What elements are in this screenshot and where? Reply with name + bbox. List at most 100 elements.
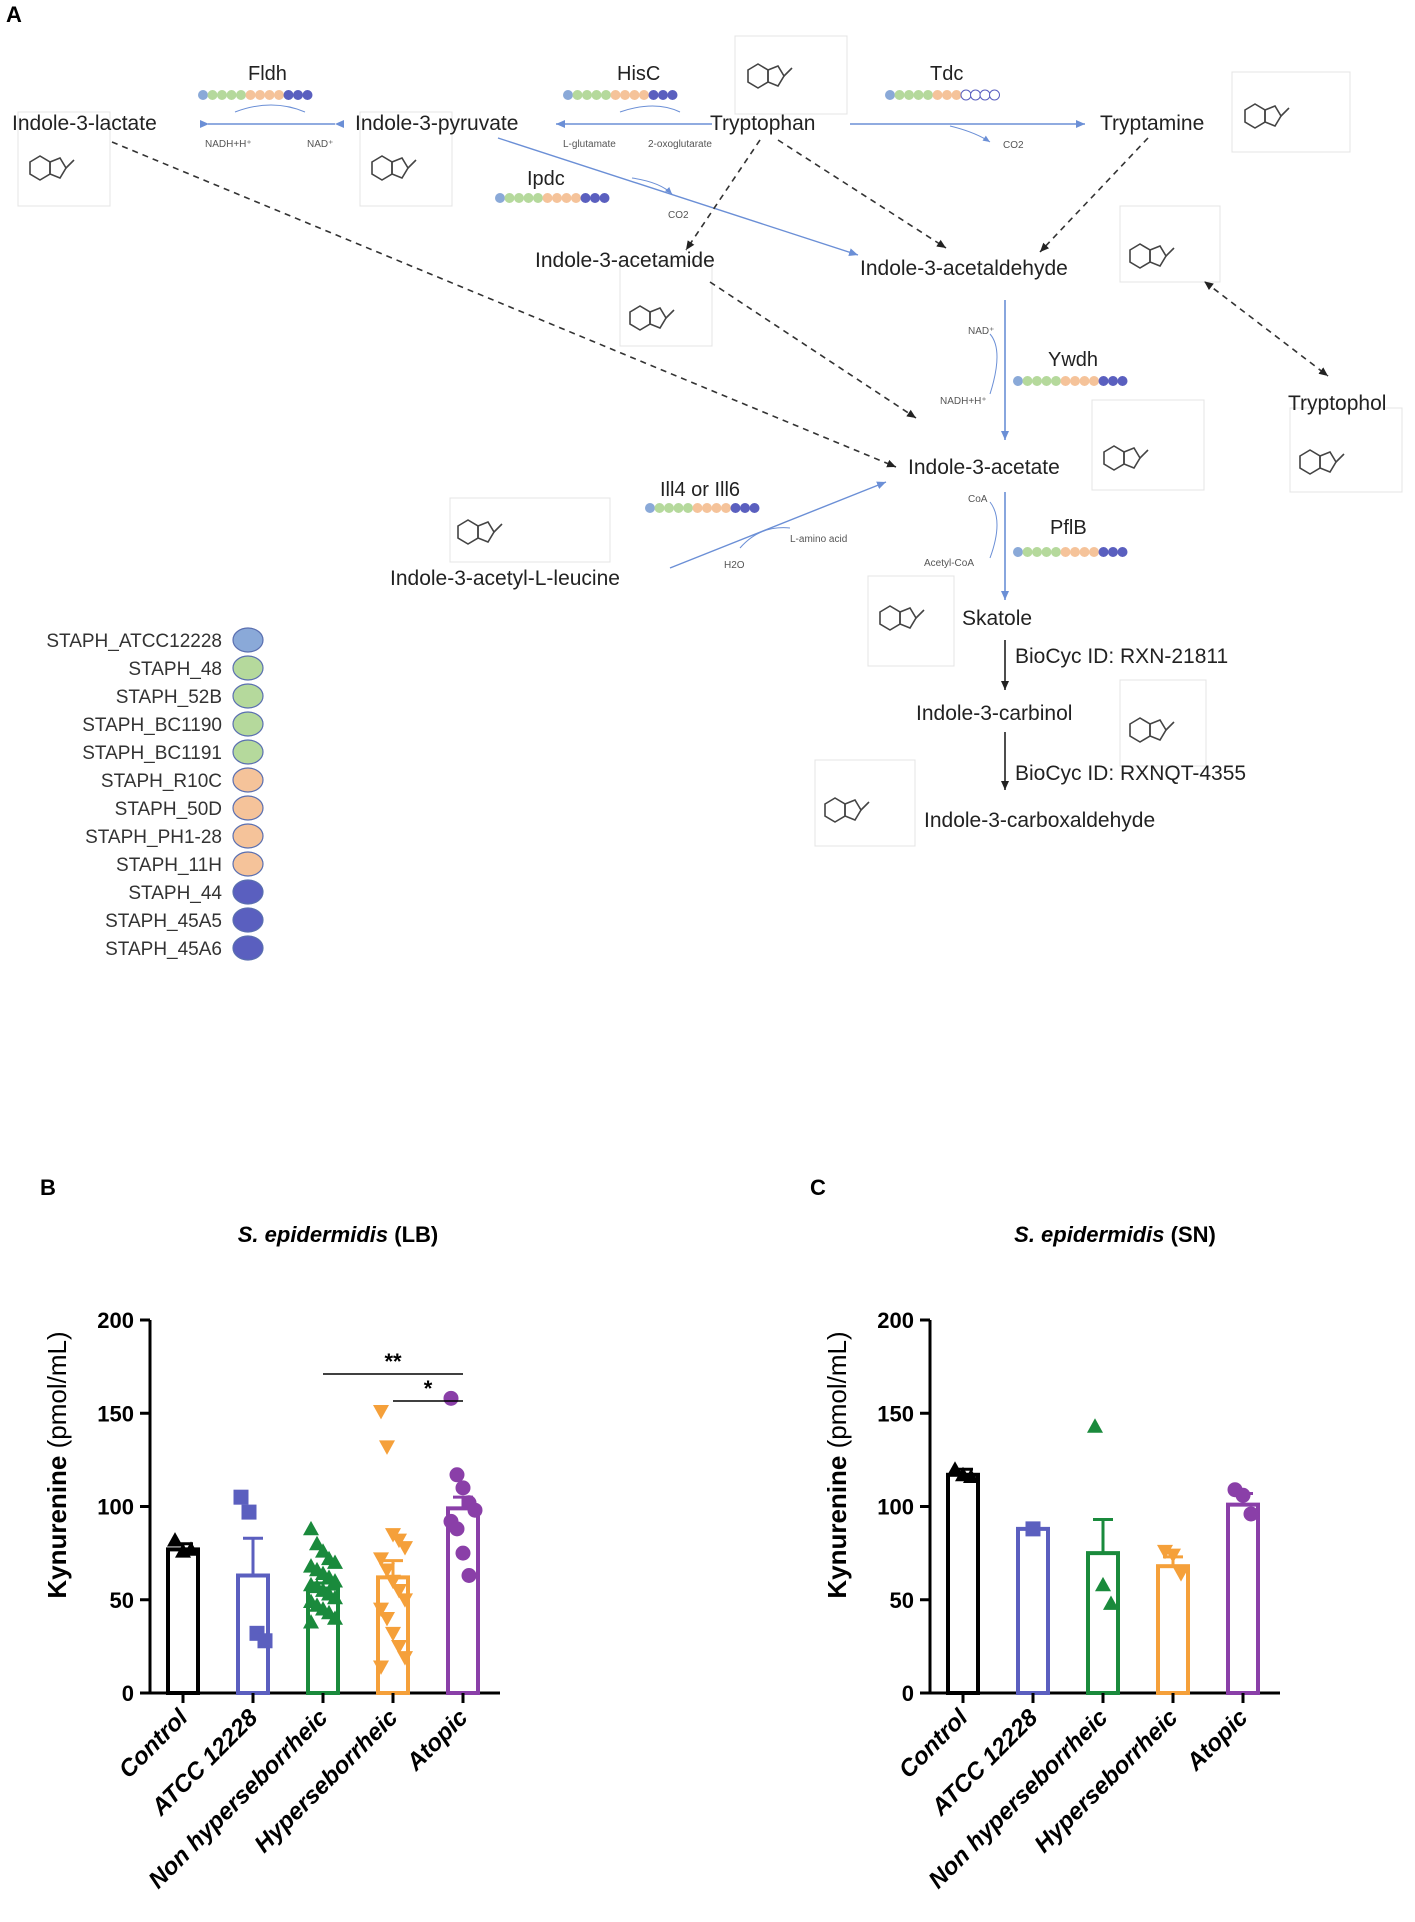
- data-point: [397, 1651, 413, 1666]
- data-point: [455, 1480, 471, 1496]
- reaction-biocyc-rxnqt-4355: BioCyc ID: RXNQT-4355: [1015, 762, 1246, 785]
- strain-dot: [514, 193, 524, 203]
- metabolite-indole-3-lactate: Indole-3-lactate: [12, 112, 157, 135]
- legend-label: STAPH_48: [128, 659, 222, 680]
- strain-dot: [1079, 547, 1090, 557]
- strain-dot: [667, 90, 678, 100]
- strain-dot: [1051, 376, 1061, 386]
- cofactor-2-oxoglutarate: 2-oxoglutarate: [648, 139, 712, 150]
- strain-dot: [283, 90, 294, 100]
- strain-dot: [552, 193, 562, 203]
- strain-dot: [1108, 547, 1118, 557]
- data-point: [391, 1533, 407, 1549]
- structure-boxes: [17, 35, 1403, 847]
- strain-dot: [1013, 547, 1023, 557]
- y-tick-label: 100: [877, 1495, 914, 1520]
- enzyme-dots-ipdc: [495, 193, 610, 203]
- metabolite-tryptamine: Tryptamine: [1100, 112, 1204, 135]
- strain-dot: [1098, 376, 1109, 386]
- y-tick-label: 0: [122, 1681, 134, 1706]
- legend-item: STAPH_11H: [116, 851, 264, 877]
- strain-dot: [1060, 547, 1071, 557]
- legend-swatch: [232, 907, 264, 933]
- data-point: [303, 1520, 319, 1536]
- metabolite-skatole: Skatole: [962, 607, 1032, 630]
- legend-item: STAPH_BC1191: [82, 739, 264, 765]
- bar-atopic: [1226, 1502, 1260, 1696]
- strain-dot: [207, 90, 218, 100]
- strain-dot: [563, 90, 573, 100]
- legend-item: STAPH_PH1-28: [85, 823, 264, 849]
- data-point: [1243, 1506, 1259, 1522]
- strain-dot: [245, 90, 256, 100]
- enzyme-ywdh-label: Ywdh: [1048, 349, 1098, 371]
- data-point: [461, 1568, 477, 1584]
- enzyme-ill-label: Ill4 or Ill6: [660, 479, 740, 501]
- chart-b-title: S. epidermidis (LB): [238, 1222, 438, 1247]
- chart-c-ylabel-unit: (pmol/mL): [822, 1331, 852, 1455]
- strain-dot: [198, 90, 208, 100]
- cofactor-acetyl-coa: Acetyl-CoA: [924, 558, 974, 569]
- strain-dot: [749, 503, 760, 513]
- strain-dot: [648, 90, 659, 100]
- legend-swatch: [232, 767, 264, 793]
- strain-dot: [721, 503, 731, 513]
- strain-dot: [923, 90, 933, 100]
- data-point: [327, 1610, 343, 1625]
- strain-dot: [1022, 547, 1033, 557]
- bar-control: [946, 1472, 980, 1696]
- data-point: [947, 1461, 963, 1476]
- strain-dot: [1089, 547, 1099, 557]
- data-point: [233, 1489, 249, 1505]
- cofactor-co2-tdc: CO2: [1003, 140, 1024, 151]
- data-point: [1173, 1567, 1189, 1582]
- data-point: [1025, 1521, 1041, 1537]
- enzyme-strain-dots: [198, 89, 1128, 557]
- strain-dot: [591, 90, 602, 100]
- strain-dot: [989, 89, 1000, 101]
- strain-dot: [255, 90, 265, 100]
- metabolite-indole-3-acetamide: Indole-3-acetamide: [535, 249, 715, 272]
- data-point: [1157, 1544, 1173, 1560]
- cofactor-nad: NAD⁺: [307, 139, 333, 150]
- cofactor-co2-ipdc: CO2: [668, 210, 689, 221]
- strain-dot: [226, 90, 237, 100]
- strain-dot: [293, 90, 303, 100]
- data-point: [963, 1468, 979, 1484]
- strain-dot: [894, 90, 905, 100]
- data-point: [385, 1626, 401, 1642]
- strain-dot: [629, 90, 640, 100]
- data-point: [327, 1589, 343, 1605]
- strain-dot: [942, 90, 952, 100]
- strain-dot: [1060, 376, 1071, 386]
- strain-dot: [740, 503, 750, 513]
- strain-legend: STAPH_ATCC12228STAPH_48STAPH_52BSTAPH_BC…: [46, 627, 264, 961]
- legend-item: STAPH_52B: [116, 683, 264, 709]
- legend-label: STAPH_BC1191: [82, 743, 222, 764]
- data-point: [391, 1584, 407, 1599]
- strain-dot: [970, 89, 981, 101]
- enzyme-dots-tdc: [885, 89, 1000, 101]
- strain-dot: [542, 193, 553, 203]
- data-point: [379, 1563, 395, 1578]
- legend-label: STAPH_PH1-28: [85, 827, 222, 848]
- enzyme-dots-fldh: [198, 90, 313, 100]
- data-point: [1235, 1487, 1251, 1503]
- data-point: [373, 1404, 389, 1420]
- cofactor-coa: CoA: [968, 494, 988, 505]
- data-point: [397, 1593, 413, 1608]
- legend-item: STAPH_45A6: [105, 935, 264, 961]
- legend-label: STAPH_44: [128, 883, 222, 904]
- strain-dot: [730, 503, 741, 513]
- strain-dot: [1032, 547, 1042, 557]
- legend-swatch: [232, 655, 264, 681]
- data-point: [309, 1535, 325, 1551]
- y-tick-label: 50: [110, 1588, 134, 1613]
- strain-dot: [217, 90, 227, 100]
- legend-label: STAPH_R10C: [101, 771, 222, 792]
- enzyme-dots-pflb: [1013, 547, 1128, 557]
- panel-label-c: C: [810, 1175, 826, 1200]
- data-point: [241, 1504, 257, 1520]
- strain-dot: [590, 193, 600, 203]
